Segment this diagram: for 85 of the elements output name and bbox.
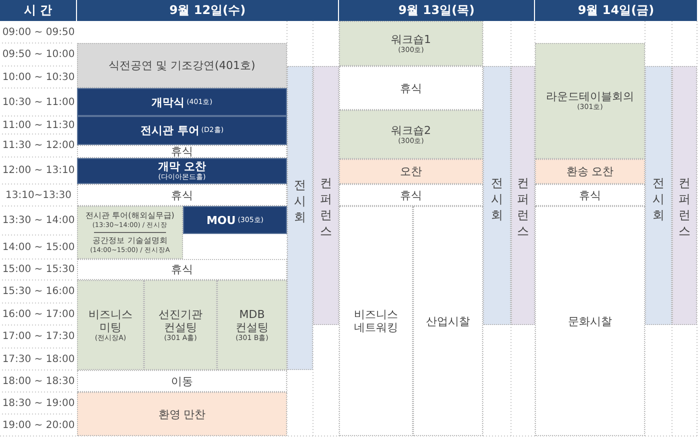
event-cell bbox=[413, 206, 483, 436]
time-slot: 17:00 ~ 17:30 bbox=[0, 325, 77, 348]
column-label: 컨퍼런스 bbox=[320, 175, 332, 239]
column-label: 전시회 bbox=[294, 177, 306, 225]
event-cell bbox=[339, 110, 483, 159]
event-title: 오찬 bbox=[400, 165, 422, 178]
time-slot: 14:00 ~ 15:00 bbox=[0, 235, 77, 259]
event-cell bbox=[144, 280, 217, 370]
event-cell bbox=[535, 206, 645, 436]
break-label: 휴식 bbox=[171, 263, 193, 276]
break-cell bbox=[77, 184, 287, 206]
event-cell bbox=[217, 280, 287, 370]
column-label: 전시회 bbox=[491, 175, 503, 223]
event-cell bbox=[77, 392, 287, 436]
event-cell bbox=[339, 206, 413, 436]
time-slot: 09:00 ~ 09:50 bbox=[0, 21, 77, 43]
event-cell bbox=[77, 158, 287, 184]
time-slot: 15:00 ~ 15:30 bbox=[0, 259, 77, 280]
time-slot: 17:30 ~ 18:00 bbox=[0, 348, 77, 370]
time-slot: 13:10~13:30 bbox=[0, 184, 77, 206]
time-slot: 13:30 ~ 14:00 bbox=[0, 206, 77, 235]
break-cell bbox=[535, 184, 645, 206]
event-title: 선진기관 컨설팅 bbox=[158, 308, 204, 334]
time-slot: 12:00 ~ 13:10 bbox=[0, 157, 77, 184]
column-header: 시 간 bbox=[0, 0, 76, 21]
time-slot: 10:30 ~ 11:00 bbox=[0, 88, 77, 116]
column-header: 9월 13일(목) bbox=[339, 0, 534, 21]
break-label: 이동 bbox=[171, 374, 193, 388]
break-cell bbox=[339, 184, 483, 206]
time-slot: 18:00 ~ 18:30 bbox=[0, 370, 77, 392]
time-slot: 16:00 ~ 17:00 bbox=[0, 303, 77, 325]
event-title: 비즈니스 미팅 bbox=[88, 308, 134, 334]
event-cell bbox=[183, 206, 287, 234]
conference-column bbox=[672, 66, 697, 325]
event-title: 문화시찰 bbox=[568, 314, 612, 328]
time-slot: 18:30 ~ 19:00 bbox=[0, 392, 77, 414]
event-title: MDB 컨설팅 bbox=[234, 308, 270, 334]
exhibition-column bbox=[287, 66, 313, 370]
break-cell bbox=[77, 259, 287, 280]
event-title: 워크숍1 bbox=[391, 32, 431, 46]
event-title: 전시관 투어(해외실무급) bbox=[86, 211, 174, 221]
time-slot: 11:00 ~ 11:30 bbox=[0, 116, 77, 134]
event-cell bbox=[339, 159, 483, 184]
event-title: 산업시찰 bbox=[426, 314, 470, 328]
event-title: 식전공연 및 기조강연(401호) bbox=[108, 59, 256, 72]
break-label: 휴식 bbox=[400, 82, 422, 94]
event-title: 공간정보 기술설명회 bbox=[92, 236, 168, 246]
event-title: 개막 오찬 bbox=[158, 160, 206, 173]
break-label: 휴식 bbox=[171, 188, 193, 202]
event-title: 라운드테이블회의 bbox=[546, 90, 634, 103]
break-cell bbox=[339, 66, 483, 110]
event-cell bbox=[535, 43, 645, 159]
time-slot: 09:50 ~ 10:00 bbox=[0, 43, 77, 66]
event-title: 워크숍2 bbox=[391, 124, 431, 136]
column-label: 전시회 bbox=[652, 175, 664, 223]
time-slot: 11:30 ~ 12:00 bbox=[0, 134, 77, 157]
event-cell bbox=[77, 88, 287, 116]
break-cell bbox=[77, 370, 287, 392]
event-title: MOU bbox=[206, 214, 236, 226]
column-label: 컨퍼런스 bbox=[517, 175, 529, 239]
column-header: 9월 14일(금) bbox=[535, 0, 697, 21]
event-cell bbox=[339, 21, 483, 66]
exhibition-column bbox=[483, 66, 511, 325]
break-cell bbox=[77, 145, 287, 158]
event-cell bbox=[77, 280, 144, 370]
break-label: 휴식 bbox=[400, 188, 422, 202]
time-slot: 15:30 ~ 16:00 bbox=[0, 280, 77, 303]
event-title: 개막식 bbox=[152, 96, 185, 108]
event-title: 전시관 투어 bbox=[140, 124, 200, 137]
conference-column bbox=[511, 66, 535, 325]
exhibition-column bbox=[645, 66, 672, 325]
conference-column bbox=[313, 66, 339, 325]
event-title: 환송 오찬 bbox=[566, 165, 614, 178]
break-label: 휴식 bbox=[171, 145, 193, 158]
column-header: 9월 12일(수) bbox=[77, 0, 338, 21]
event-cell bbox=[77, 116, 287, 145]
event-title: 환영 만찬 bbox=[158, 408, 206, 420]
time-slot: 10:00 ~ 10:30 bbox=[0, 66, 77, 88]
event-cell bbox=[77, 206, 183, 259]
event-cell bbox=[535, 159, 645, 184]
time-slot: 19:00 ~ 20:00 bbox=[0, 414, 77, 436]
event-title: 비즈니스 네트워킹 bbox=[353, 308, 399, 334]
break-label: 휴식 bbox=[579, 188, 601, 202]
column-label: 컨퍼런스 bbox=[678, 175, 690, 239]
event-cell bbox=[77, 43, 287, 88]
